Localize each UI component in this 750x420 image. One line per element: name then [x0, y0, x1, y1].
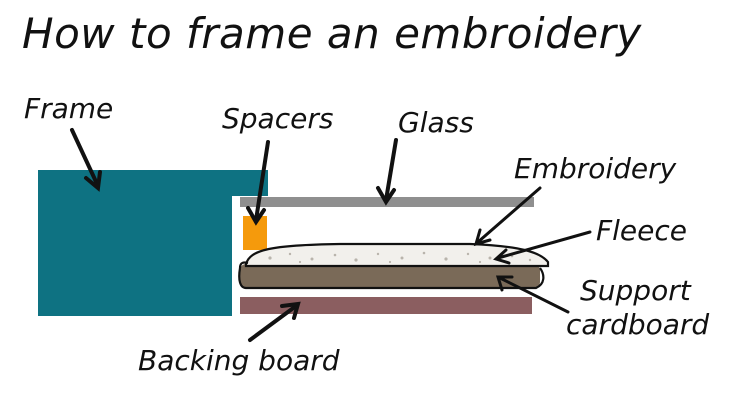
arrow-spacers: [246, 140, 270, 226]
support-outline: [238, 261, 545, 290]
label-backing-board: Backing board: [138, 344, 340, 377]
label-spacers: Spacers: [222, 102, 333, 135]
label-frame: Frame: [24, 92, 113, 125]
arrow-embroidery: [473, 186, 542, 247]
arrow-glass: [376, 138, 398, 206]
label-embroidery: Embroidery: [514, 152, 677, 185]
arrow-frame: [70, 128, 102, 192]
label-support-line1: Support: [580, 274, 692, 307]
label-fleece: Fleece: [596, 214, 687, 247]
backing-board: [240, 297, 532, 314]
arrow-fleece: [493, 230, 592, 265]
label-support-line2: cardboard: [566, 308, 709, 341]
label-glass: Glass: [398, 106, 474, 139]
arrow-support-cardboard: [495, 275, 570, 314]
frame-profile: [38, 170, 268, 316]
fleece-texture: [268, 251, 532, 264]
support-cardboard: [240, 264, 540, 288]
arrow-backing-board: [248, 301, 301, 342]
fleece-layer: [244, 242, 550, 268]
diagram-title: How to frame an embroidery: [22, 9, 642, 58]
